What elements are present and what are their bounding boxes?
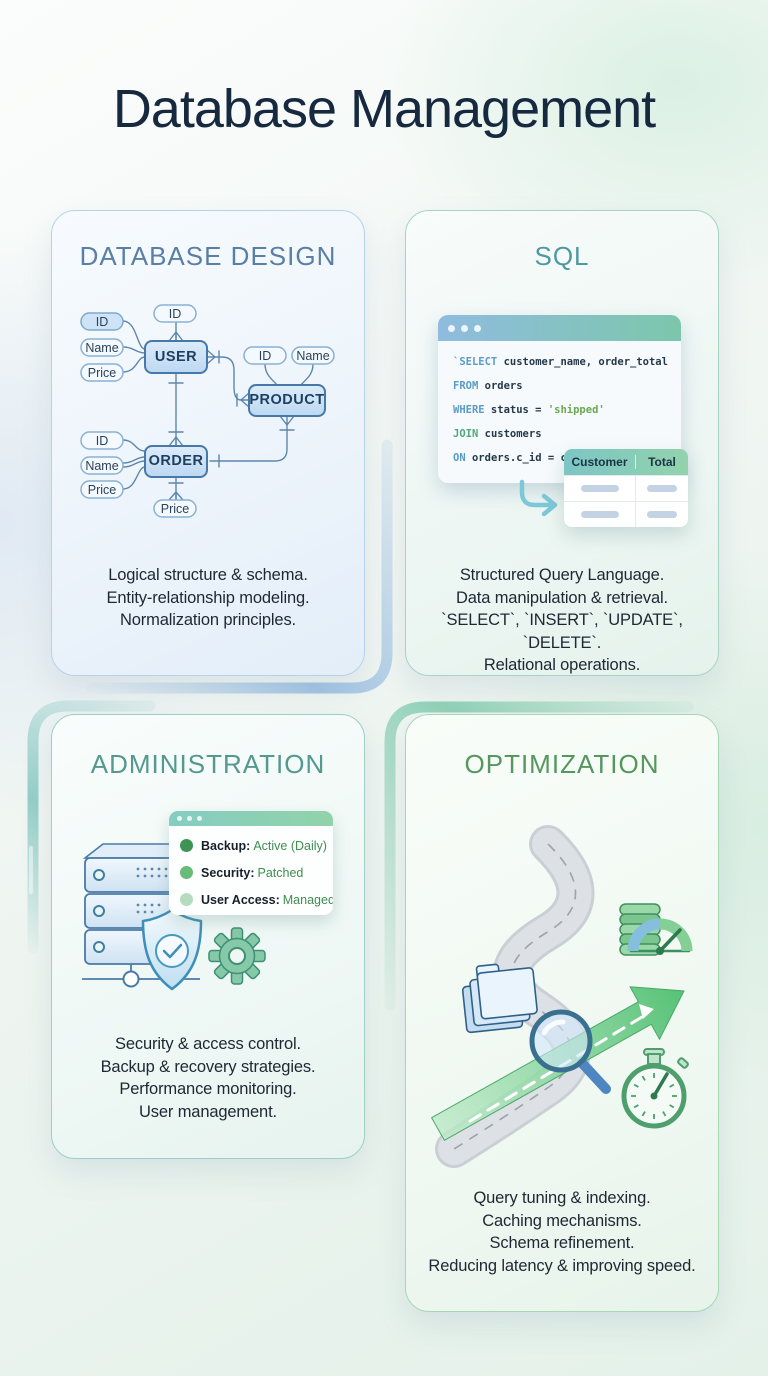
code-line: WHERE status = 'shipped' xyxy=(453,404,605,416)
window-titlebar xyxy=(438,315,681,341)
page-title: Database Management xyxy=(112,79,656,139)
text-line: Reducing latency & improving speed. xyxy=(428,1256,696,1275)
text-line: Backup & recovery strategies. xyxy=(100,1057,316,1076)
code-line: `SELECT customer_name, order_total xyxy=(453,356,668,368)
column-header-total: Total xyxy=(648,455,676,469)
window-dot-icon xyxy=(448,324,455,332)
entity-user: USER xyxy=(155,349,197,365)
placeholder-value xyxy=(580,511,619,518)
result-arrow-icon xyxy=(519,479,558,517)
status-item-backup: Backup:Active (Daily) xyxy=(169,832,333,859)
administration-description: Security & access control. Backup & reco… xyxy=(52,1033,364,1123)
query-result-table: Customer Total xyxy=(564,449,688,527)
status-dot-icon xyxy=(180,839,193,852)
stopwatch-icon xyxy=(621,1048,689,1129)
placeholder-value xyxy=(647,485,677,492)
code-line: FROM orders xyxy=(453,380,523,392)
window-dot-icon xyxy=(177,816,182,821)
pill-user-name: Name xyxy=(85,341,118,355)
pill-user-id: ID xyxy=(96,315,109,329)
card-administration: ADMINISTRATION xyxy=(51,714,365,1159)
database-design-description: Logical structure & schema. Entity-relat… xyxy=(52,564,364,632)
pill-product-id: ID xyxy=(259,349,272,363)
text-line: Structured Query Language. xyxy=(459,566,665,584)
status-dot-icon xyxy=(180,893,193,906)
administration-heading: ADMINISTRATION xyxy=(90,749,326,779)
status-item-user-access: User Access:Managed xyxy=(169,886,333,913)
table-row xyxy=(564,501,688,527)
sql-description: Structured Query Language. Data manipula… xyxy=(406,564,718,677)
pill-order-bottom-price: Price xyxy=(161,502,190,516)
pill-product-name: Name xyxy=(296,349,329,363)
text-line: User management. xyxy=(139,1102,277,1121)
pill-user-top-id: ID xyxy=(169,307,182,321)
window-dot-icon xyxy=(474,324,481,332)
gear-icon xyxy=(208,927,266,985)
placeholder-value xyxy=(647,511,677,518)
entity-product: PRODUCT xyxy=(249,392,324,408)
database-design-heading: DATABASE DESIGN xyxy=(79,241,337,271)
pill-order-price: Price xyxy=(88,483,117,497)
folders-icon xyxy=(461,963,538,1034)
text-line: Data manipulation & retrieval. xyxy=(456,588,668,607)
shield-check-icon xyxy=(141,908,203,991)
optimization-illustration xyxy=(430,825,693,1168)
er-entities: USER PRODUCT ORDER xyxy=(144,340,326,478)
er-attribute-pills: ID ID Name Price ID Name ID Name Price P… xyxy=(80,304,335,518)
status-panel-window: Backup:Active (Daily) Security:Patched U… xyxy=(169,811,333,915)
status-dot-icon xyxy=(180,866,193,879)
text-line: Caching mechanisms. xyxy=(482,1211,642,1230)
status-item-security: Security:Patched xyxy=(169,859,333,886)
er-diagram: ID ID Name Price ID Name ID Name Price P… xyxy=(80,304,335,518)
optimization-heading: OPTIMIZATION xyxy=(464,749,660,779)
performance-gauge-icon xyxy=(619,903,693,956)
status-list: Backup:Active (Daily) Security:Patched U… xyxy=(169,826,333,913)
text-line: Schema refinement. xyxy=(489,1234,635,1252)
text-line: Query tuning & indexing. xyxy=(473,1189,651,1207)
card-database-design: DATABASE DESIGN xyxy=(51,210,365,676)
text-line: Logical structure & schema. xyxy=(108,566,308,584)
text-line: Security & access control. xyxy=(115,1035,301,1053)
window-dot-icon xyxy=(461,324,468,332)
pill-order-name: Name xyxy=(85,459,118,473)
text-line: `SELECT`, `INSERT`, `UPDATE`, `DELETE`. xyxy=(441,611,683,652)
column-header-customer: Customer xyxy=(564,455,636,469)
text-line: Performance monitoring. xyxy=(119,1080,297,1098)
result-table-header: Customer Total xyxy=(564,449,688,475)
pill-user-price: Price xyxy=(88,366,117,380)
pill-order-id: ID xyxy=(96,434,109,448)
window-dot-icon xyxy=(197,816,202,821)
card-optimization: OPTIMIZATION xyxy=(405,714,719,1312)
sql-heading: SQL xyxy=(534,241,590,271)
window-dot-icon xyxy=(187,816,192,821)
text-line: Relational operations. xyxy=(483,656,641,674)
er-relationships xyxy=(122,320,314,501)
placeholder-value xyxy=(580,485,619,492)
entity-order: ORDER xyxy=(149,453,204,469)
administration-illustration xyxy=(82,843,266,991)
text-line: Normalization principles. xyxy=(120,611,296,629)
magnifier-icon xyxy=(529,1009,611,1094)
window-titlebar xyxy=(169,811,333,826)
text-line: Entity-relationship modeling. xyxy=(106,588,310,607)
winding-road xyxy=(435,825,595,1168)
table-row xyxy=(564,475,688,501)
code-line: JOIN customers xyxy=(453,428,542,440)
optimization-description: Query tuning & indexing. Caching mechani… xyxy=(406,1187,718,1277)
